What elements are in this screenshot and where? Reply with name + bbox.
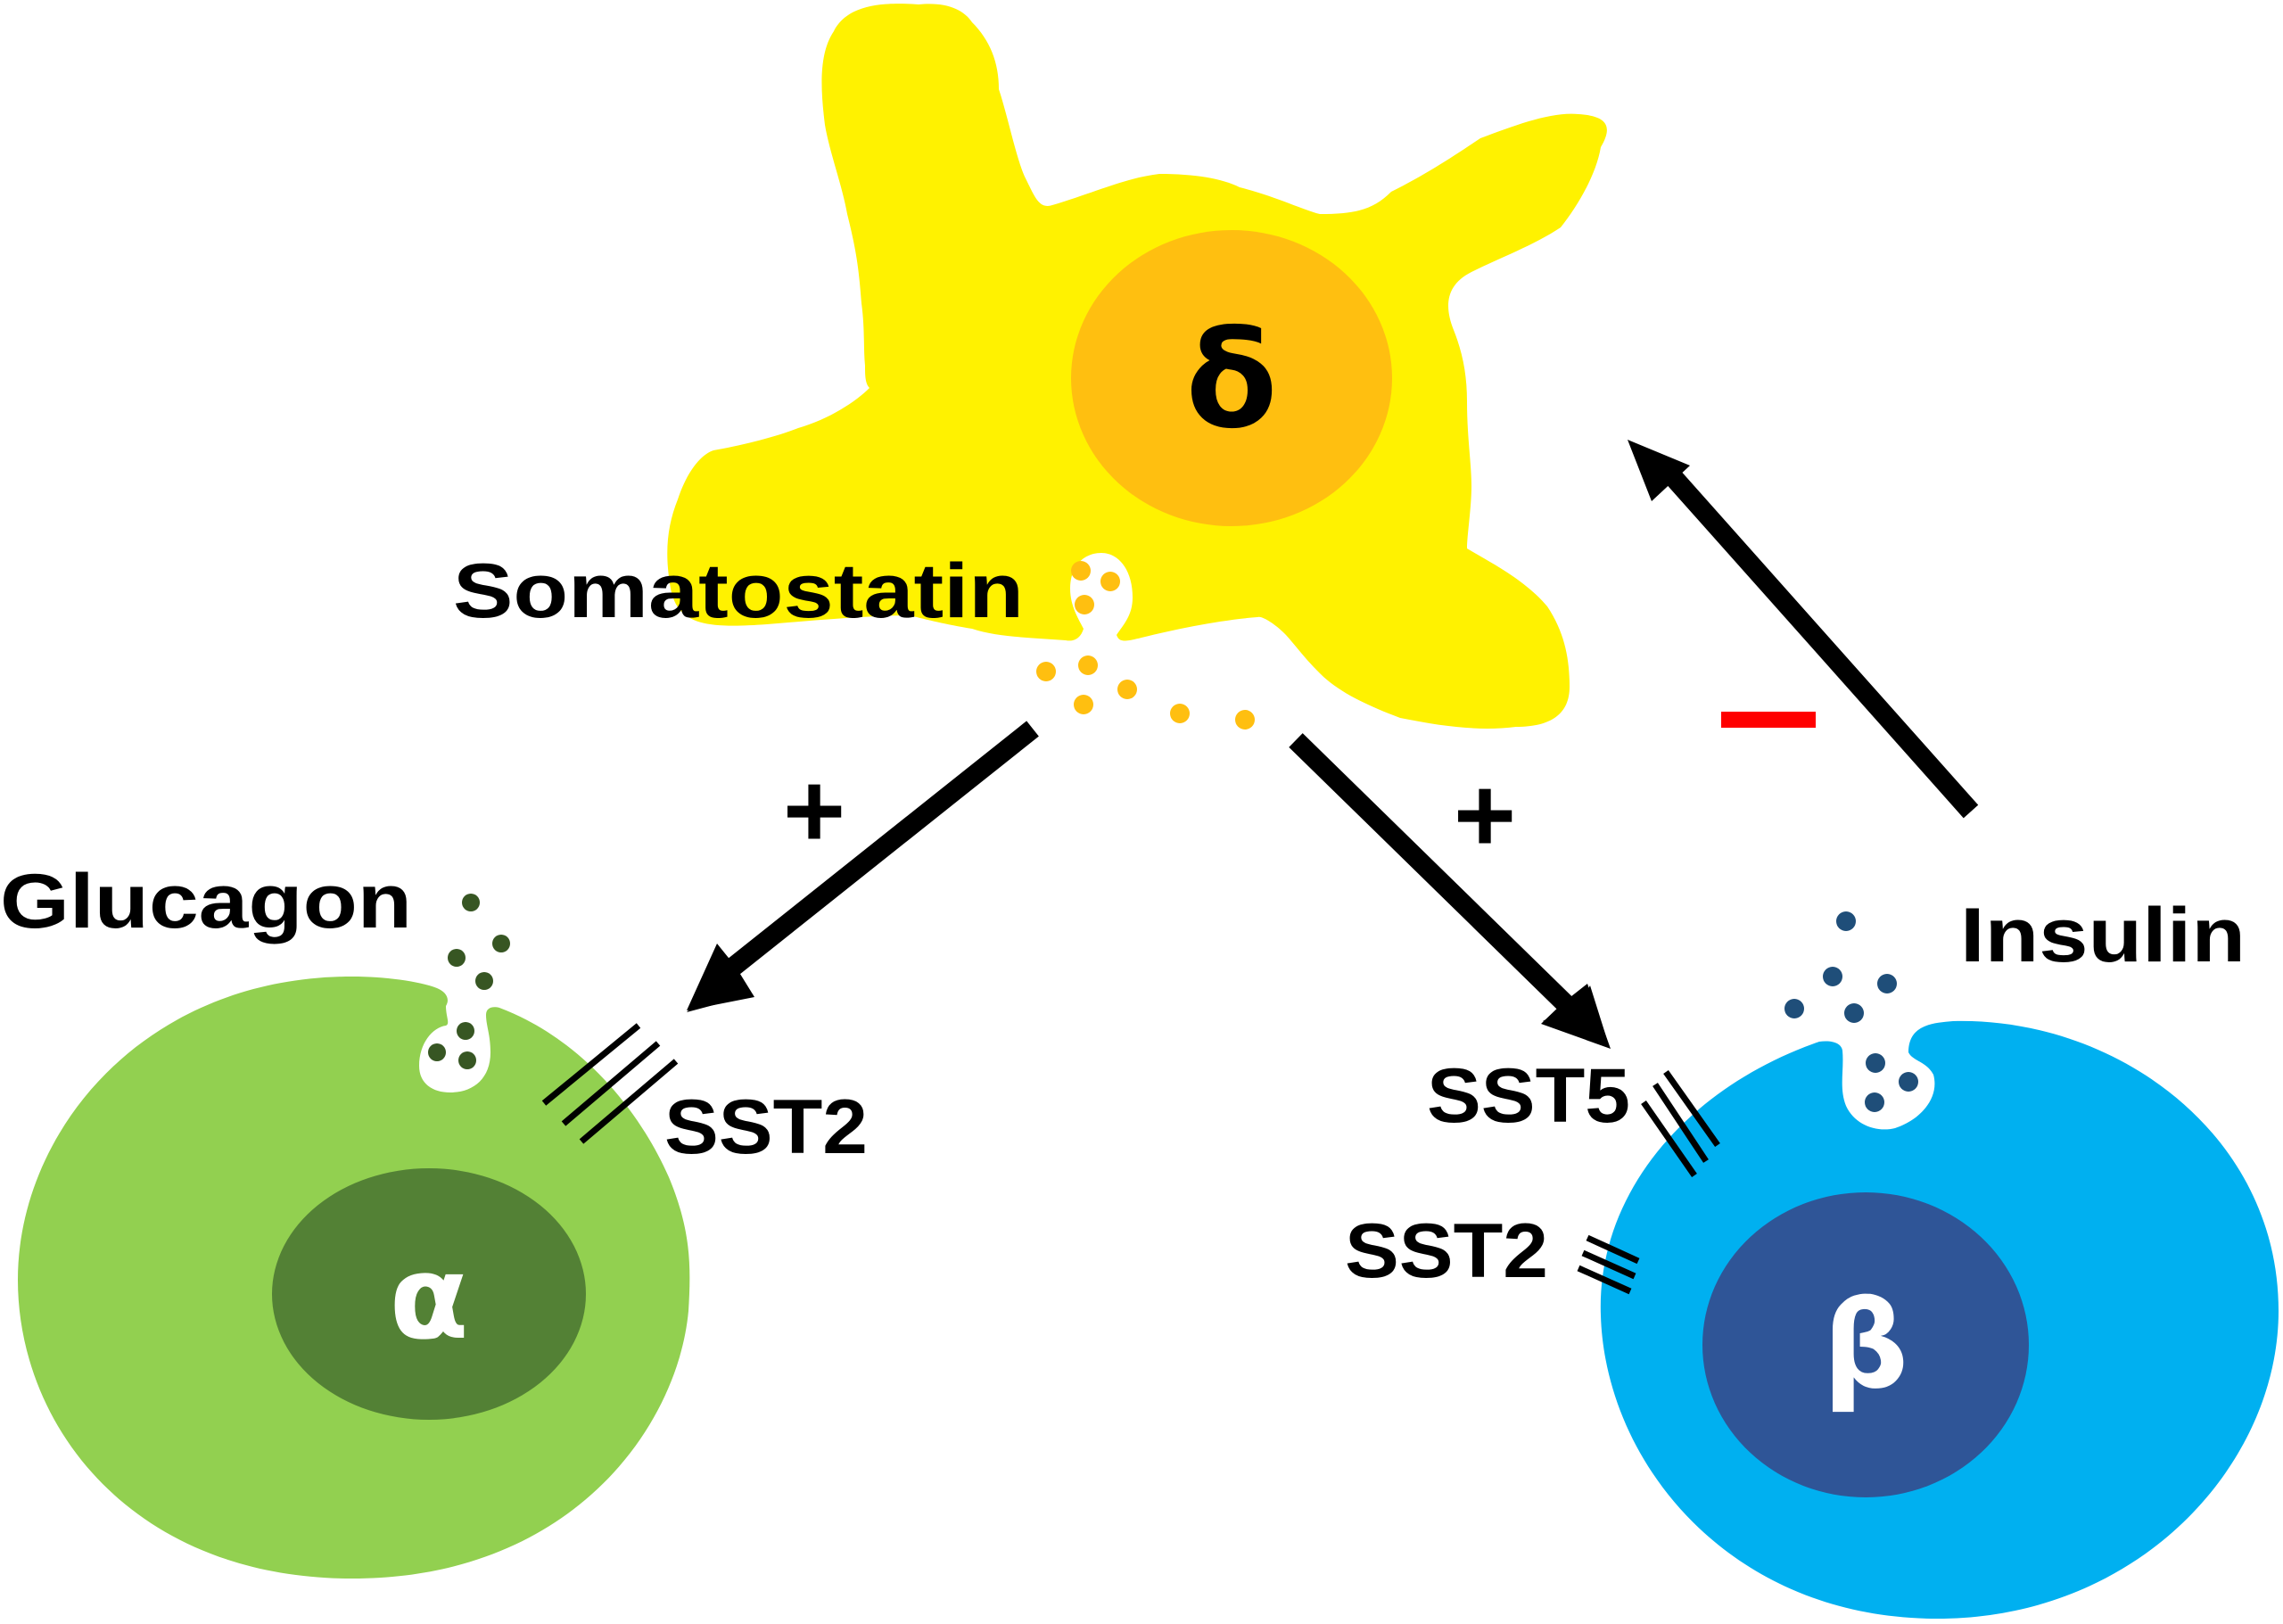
beta-sst2-receptor: [1577, 1234, 1640, 1295]
somatostatin-granules: [1036, 561, 1255, 730]
delta-to-alpha-sign: +: [783, 751, 845, 870]
glucagon-granule: [492, 935, 510, 952]
insulin-granule: [1836, 911, 1856, 931]
somatostatin-granule: [1235, 710, 1255, 730]
beta-sst5-receptor: [1641, 1069, 1720, 1177]
beta-cell: β: [1600, 1020, 2279, 1619]
somatostatin-granule: [1078, 655, 1098, 675]
glucagon-granule: [475, 972, 493, 990]
beta-sst2-label: SST2: [1345, 1208, 1548, 1294]
glucagon-granule: [457, 1022, 474, 1040]
insulin-label: Insulin: [1960, 893, 2246, 978]
somatostatin-granule: [1117, 680, 1137, 699]
insulin-granule: [1784, 999, 1804, 1018]
glucagon-granules: [428, 894, 510, 1069]
insulin-granules: [1784, 911, 1918, 1112]
beta-nucleus: [1702, 1192, 2029, 1497]
arrow-delta-to-alpha: [687, 721, 1039, 1012]
somatostatin-granule: [1071, 561, 1091, 581]
glucagon-label: Glucagon: [0, 859, 412, 944]
beta-symbol: β: [1823, 1275, 1909, 1415]
insulin-granule: [1844, 1003, 1864, 1023]
somatostatin-granule: [1074, 695, 1093, 714]
delta-symbol: δ: [1185, 303, 1277, 458]
somatostatin-granule: [1100, 572, 1120, 591]
beta-sst5-label: SST5: [1427, 1053, 1630, 1139]
glucagon-granule: [458, 1051, 476, 1069]
insulin-granule: [1865, 1092, 1884, 1112]
glucagon-granule: [428, 1043, 446, 1061]
somatostatin-granule: [1036, 662, 1056, 681]
glucagon-granule: [462, 894, 480, 911]
alpha-symbol: α: [389, 1230, 468, 1365]
somatostatin-granule: [1170, 704, 1190, 723]
insulin-granule: [1899, 1072, 1918, 1092]
alpha-sst2-label: SST2: [664, 1084, 868, 1170]
insulin-granule: [1877, 974, 1897, 993]
somatostatin-label: Somatostatin: [453, 548, 1024, 634]
delta-cell: δ: [667, 4, 1607, 729]
delta-to-beta-sign: +: [1454, 755, 1516, 875]
alpha-sst2-receptor: [541, 1023, 679, 1144]
inhibition-sign: [1721, 712, 1816, 728]
arrow-beta-to-delta: [1628, 440, 1979, 819]
insulin-granule: [1866, 1053, 1885, 1073]
somatostatin-granule: [1075, 595, 1094, 614]
alpha-cell: α: [18, 977, 690, 1579]
arrow-delta-to-beta: [1289, 733, 1611, 1049]
insulin-granule: [1823, 967, 1842, 986]
glucagon-granule: [448, 949, 466, 967]
delta-nucleus: [1071, 230, 1392, 526]
alpha-nucleus: [272, 1168, 586, 1420]
